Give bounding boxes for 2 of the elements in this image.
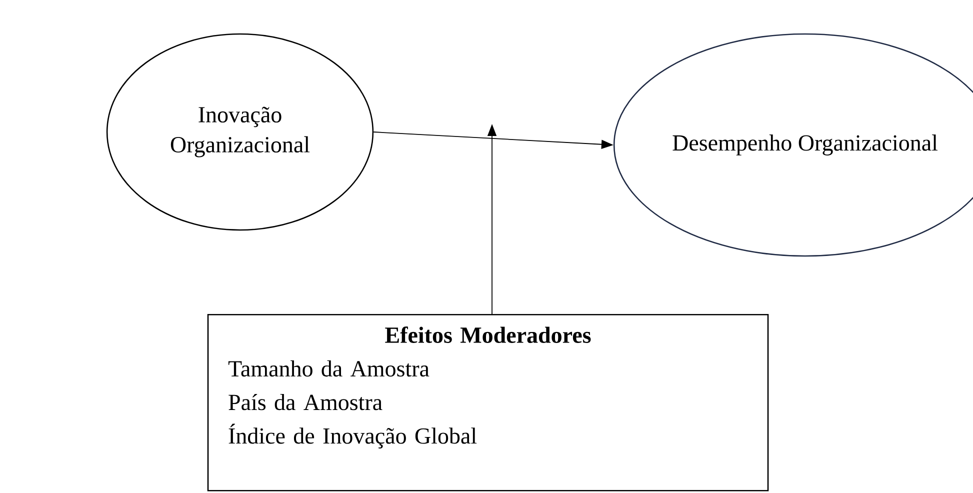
moderator-box: Efeitos Moderadores Tamanho da Amostra País da Amostra Índice de Inovação Global (207, 314, 769, 492)
ellipse-node: Inovação Organizacional (106, 33, 374, 231)
